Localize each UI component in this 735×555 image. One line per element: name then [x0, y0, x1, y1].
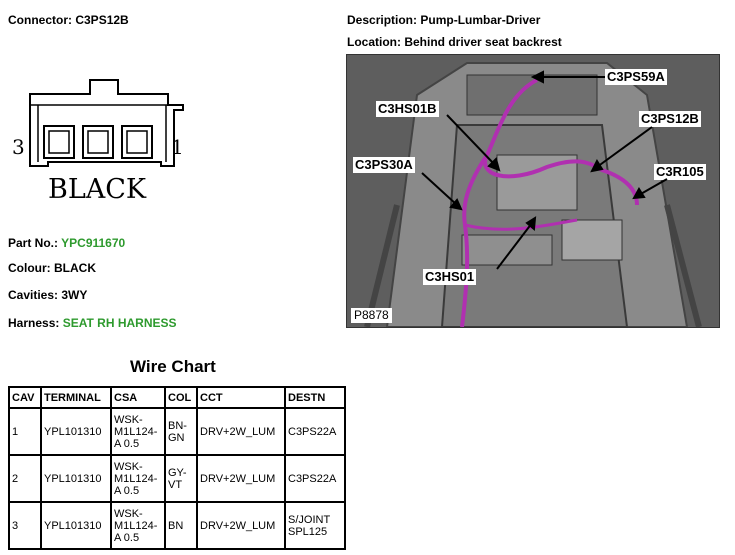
connector-outline — [29, 79, 184, 167]
cavity-2 — [82, 125, 114, 159]
table-row: 1 YPL101310 WSK- M1L124- A 0.5 BN- GN DR… — [8, 407, 346, 456]
pin-right-label: 1 — [171, 135, 184, 159]
location-field: Location: Behind driver seat backrest — [347, 35, 562, 49]
colour-label: Colour: — [8, 261, 51, 275]
cavity-1-inner — [126, 130, 148, 154]
cell-destn: C3PS22A — [284, 407, 346, 456]
cell-cct: DRV+2W_LUM — [196, 407, 286, 456]
cell-csa: WSK- M1L124- A 0.5 — [110, 454, 166, 503]
photo-code: P8878 — [351, 308, 392, 323]
cell-col: GY- VT — [164, 454, 198, 503]
header-cav: CAV — [8, 386, 42, 409]
part-no-field: Part No.: YPC911670 — [8, 236, 125, 250]
header-terminal: TERMINAL — [40, 386, 112, 409]
table-row: 2 YPL101310 WSK- M1L124- A 0.5 GY- VT DR… — [8, 454, 346, 503]
description-field: Description: Pump-Lumbar-Driver — [347, 13, 540, 27]
colour-field: Colour: BLACK — [8, 261, 96, 275]
connector-label: Connector: — [8, 13, 72, 27]
wire-chart-title: Wire Chart — [130, 357, 216, 376]
cell-col: BN- GN — [164, 407, 198, 456]
location-label: Location: — [347, 35, 401, 49]
cell-destn: C3PS22A — [284, 454, 346, 503]
cell-csa: WSK- M1L124- A 0.5 — [110, 407, 166, 456]
seat-illustration — [347, 55, 719, 327]
cell-terminal: YPL101310 — [40, 501, 112, 550]
wire-chart-table: CAV TERMINAL CSA COL CCT DESTN 1 YPL1013… — [8, 386, 346, 550]
callout-c3hs01: C3HS01 — [423, 269, 477, 285]
harness-link[interactable]: SEAT RH HARNESS — [62, 316, 177, 330]
harness-wire — [483, 78, 639, 206]
cell-cct: DRV+2W_LUM — [196, 501, 286, 550]
table-row: 3 YPL101310 WSK- M1L124- A 0.5 BN DRV+2W… — [8, 501, 346, 550]
harness-field: Harness: SEAT RH HARNESS — [8, 316, 177, 330]
cell-destn: S/JOINT SPL125 — [284, 501, 346, 550]
cell-csa: WSK- M1L124- A 0.5 — [110, 501, 166, 550]
location-value: Behind driver seat backrest — [404, 35, 562, 49]
location-photo: C3PS59A C3HS01B C3PS12B C3PS30A C3R105 C… — [346, 54, 720, 328]
cell-cav: 2 — [8, 454, 42, 503]
header-col: COL — [164, 386, 198, 409]
callout-c3hs01b: C3HS01B — [376, 101, 439, 117]
cell-col: BN — [164, 501, 198, 550]
cavities-field: Cavities: 3WY — [8, 288, 87, 302]
cavity-3 — [43, 125, 75, 159]
cavities-value: 3WY — [61, 288, 88, 302]
pin-left-label: 3 — [12, 135, 25, 159]
connector-value: C3PS12B — [75, 13, 129, 27]
description-label: Description: — [347, 13, 418, 27]
callout-c3r105: C3R105 — [654, 164, 706, 180]
harness-label: Harness: — [8, 316, 60, 330]
cavities-label: Cavities: — [8, 288, 59, 302]
cell-cct: DRV+2W_LUM — [196, 454, 286, 503]
connector-field: Connector: C3PS12B — [8, 13, 129, 27]
cell-cav: 1 — [8, 407, 42, 456]
wire-chart-header-row: CAV TERMINAL CSA COL CCT DESTN — [8, 386, 346, 409]
cavity-2-inner — [87, 130, 109, 154]
colour-value: BLACK — [54, 261, 96, 275]
cell-terminal: YPL101310 — [40, 454, 112, 503]
header-destn: DESTN — [284, 386, 346, 409]
cavity-1 — [121, 125, 153, 159]
header-csa: CSA — [110, 386, 166, 409]
callout-c3ps12b: C3PS12B — [639, 111, 701, 127]
part-no-link[interactable]: YPC911670 — [61, 236, 126, 250]
cell-terminal: YPL101310 — [40, 407, 112, 456]
callout-c3ps30a: C3PS30A — [353, 157, 415, 173]
header-cct: CCT — [196, 386, 286, 409]
callout-c3ps59a: C3PS59A — [605, 69, 667, 85]
cell-cav: 3 — [8, 501, 42, 550]
part-no-label: Part No.: — [8, 236, 59, 250]
cavity-3-inner — [48, 130, 70, 154]
connector-color-text: BLACK — [48, 174, 147, 205]
connector-face-diagram: 3 1 BLACK — [12, 79, 184, 205]
description-value: Pump-Lumbar-Driver — [420, 13, 541, 27]
